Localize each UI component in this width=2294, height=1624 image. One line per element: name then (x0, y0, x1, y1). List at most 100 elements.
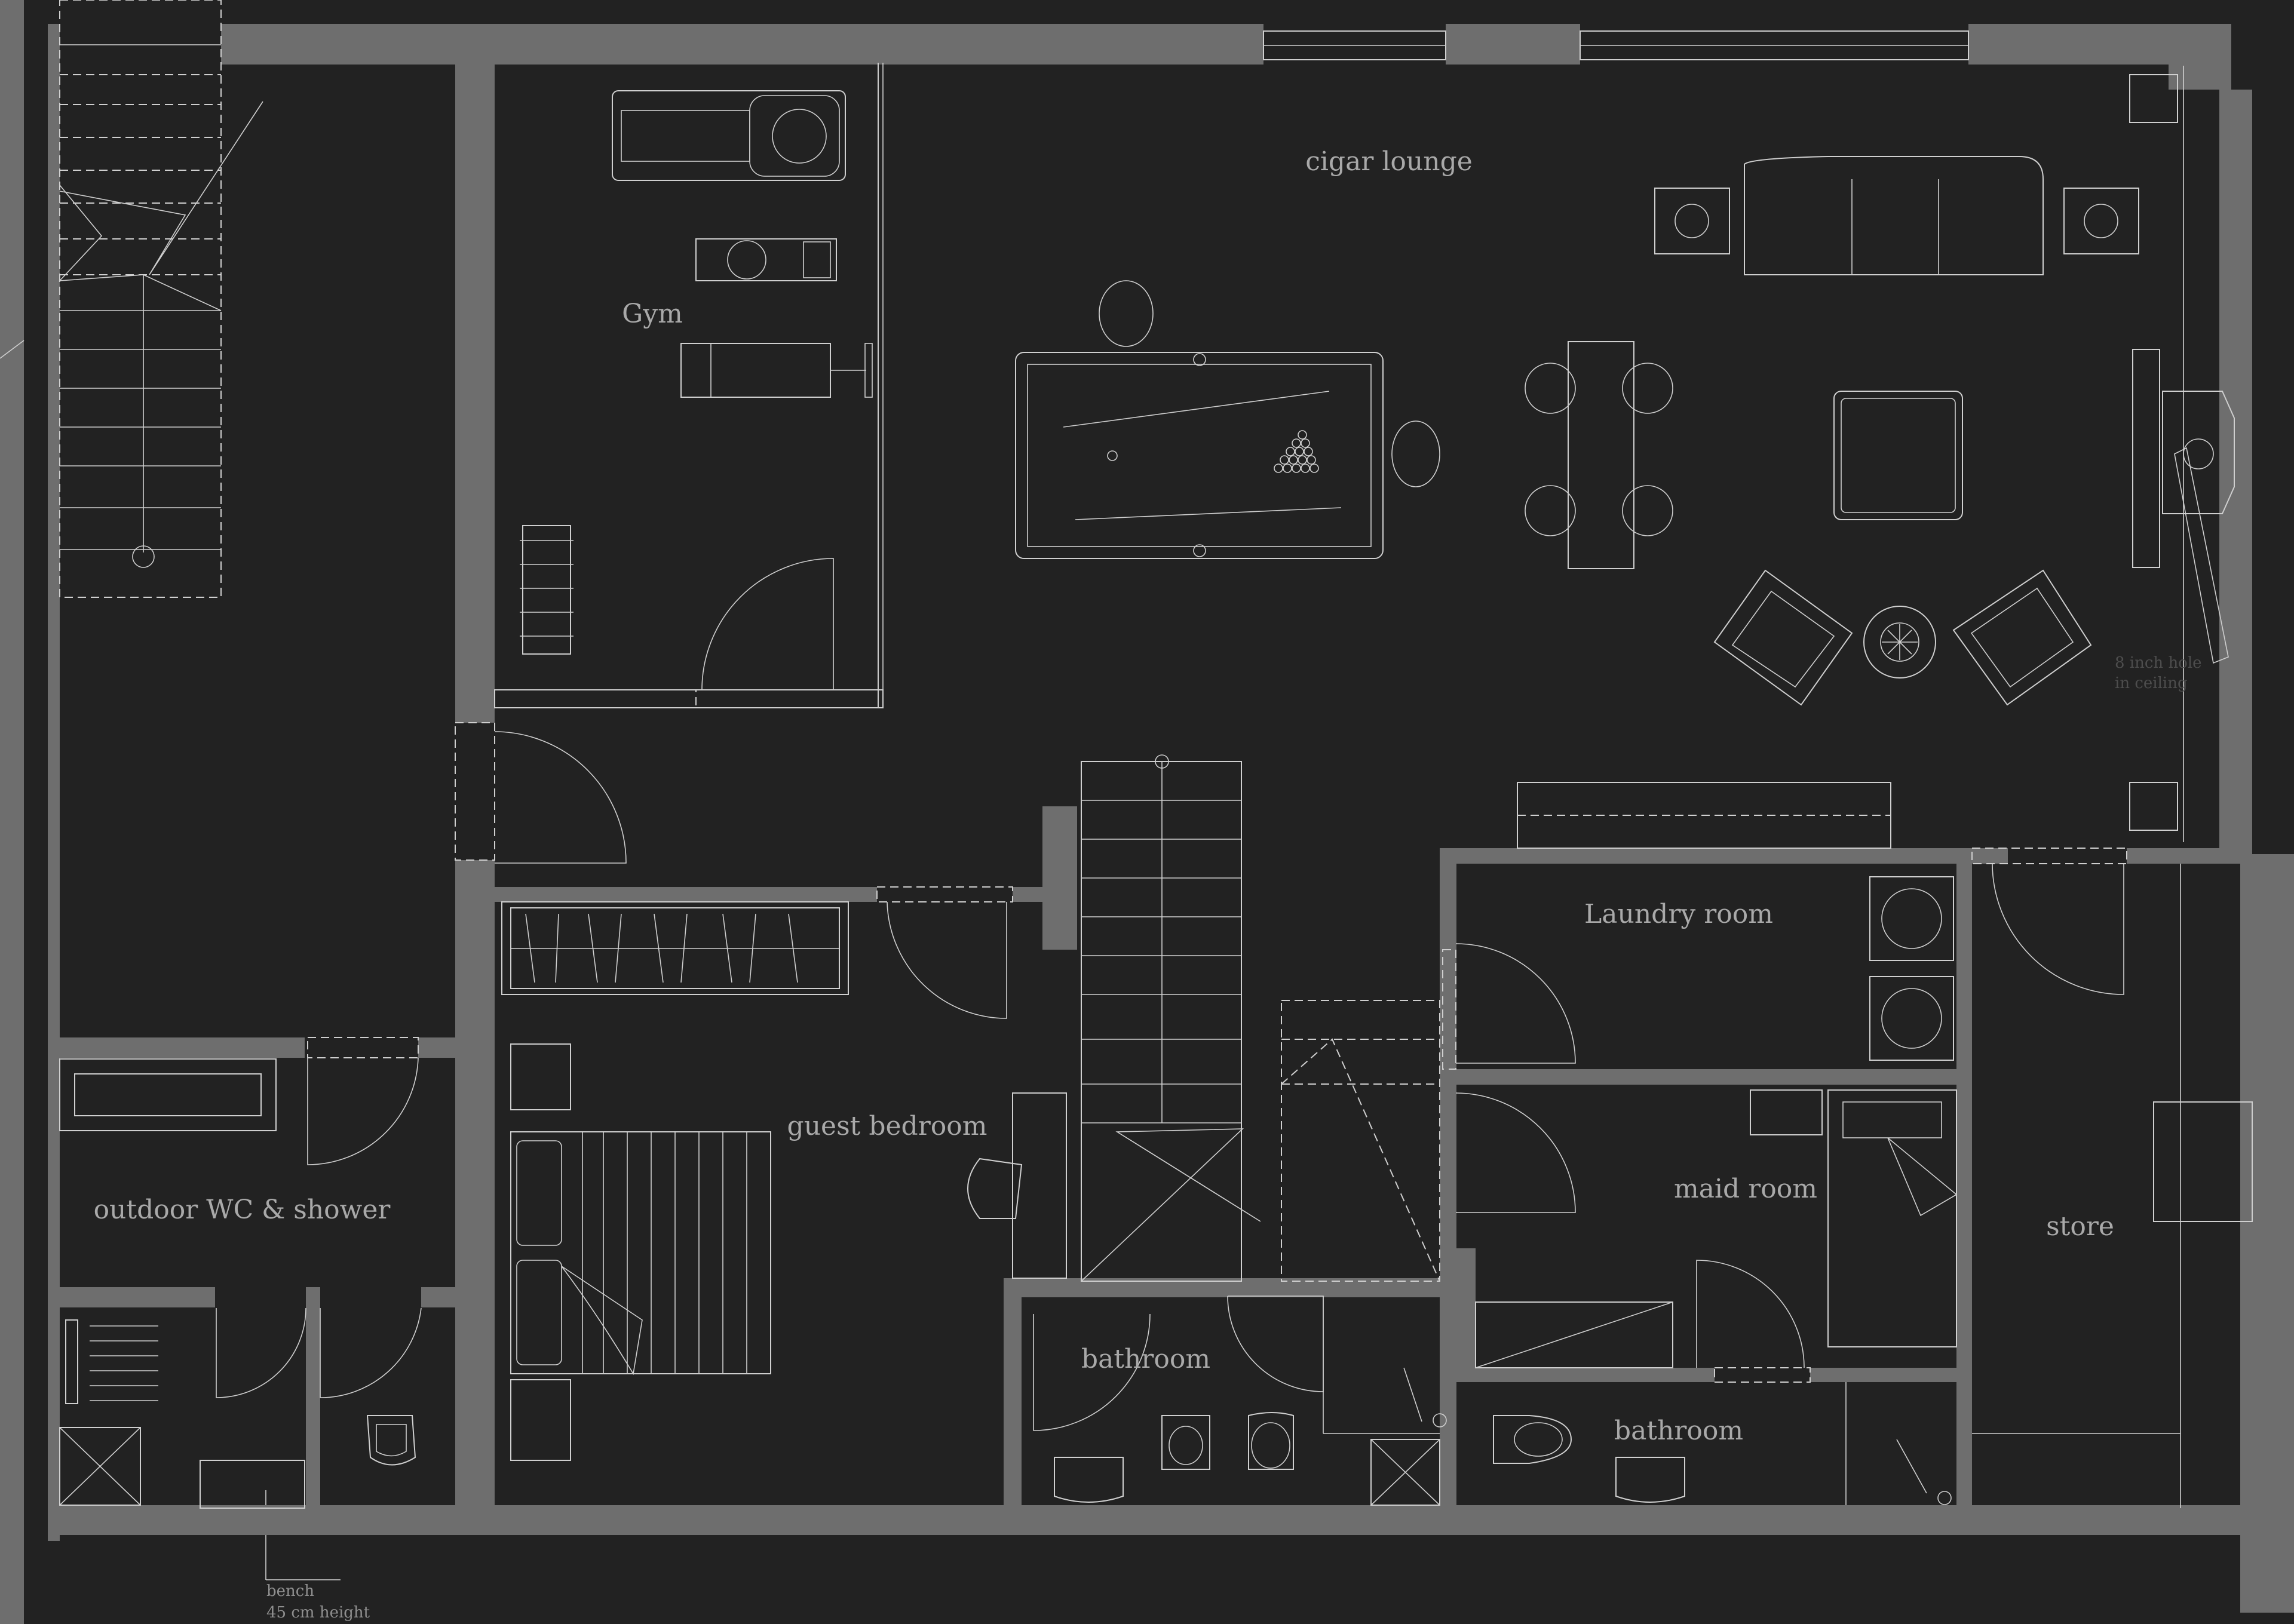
door-stair-room (494, 731, 627, 864)
wall-store-top-a (1972, 848, 2008, 864)
door-bathroom-a (1033, 1313, 1151, 1431)
pool-balls (1274, 430, 1319, 473)
maid-room (1475, 1089, 1958, 1368)
side-table-left (1654, 188, 1730, 254)
store-shelf (2153, 1101, 2253, 1222)
wall-maid-bottom-a (1446, 1368, 1715, 1382)
toilet-wc (366, 1415, 416, 1466)
door-wc-upper (307, 1057, 419, 1165)
wall-wc-mid-c (421, 1287, 460, 1307)
note-hole: 8 inch hole (2115, 654, 2202, 672)
wall-west (48, 24, 60, 1541)
shower-tray (59, 1427, 141, 1506)
wall-wc-mid-b (306, 1287, 320, 1508)
bathroom-a (1054, 1296, 1447, 1506)
outdoor-wc (59, 1037, 422, 1580)
wall-maid-bottom-b (1810, 1368, 1956, 1382)
laundry (1869, 876, 1954, 1061)
staircase-left (0, 0, 263, 598)
side-table-right (2063, 188, 2139, 254)
wardrobe (501, 901, 849, 995)
pool-table (1015, 352, 1384, 559)
bed-maid (1827, 1089, 1957, 1347)
door-shower-a (1227, 1295, 1324, 1392)
wall-bath-left (1004, 1278, 1022, 1511)
door-gym (701, 558, 834, 690)
wall-stair-right-upper (455, 60, 495, 723)
treadmill (612, 90, 846, 181)
sofa (1744, 156, 2044, 275)
dryer (1869, 976, 1954, 1061)
gym-equipment (494, 63, 884, 708)
door-laundry (1455, 943, 1576, 1064)
wall-wc-mid-a (60, 1287, 215, 1307)
label-maid-room: maid room (1674, 1174, 1817, 1204)
wall-wc-top-b (418, 1037, 460, 1058)
doors (455, 722, 2127, 1431)
wall-store-top-b (2127, 848, 2240, 864)
bidet (1161, 1415, 1210, 1470)
person-icon-2 (1391, 420, 1440, 487)
door-maid-room (1455, 1092, 1576, 1213)
wall-service-left (1440, 848, 1456, 1511)
wall-east-upper (2219, 90, 2252, 860)
toilet-b (1493, 1415, 1572, 1464)
wall-guest-top (495, 887, 877, 902)
desk (1012, 1092, 1067, 1279)
dumbbell-rack (522, 525, 571, 655)
sink-a (1054, 1457, 1124, 1503)
wall-stair-right-lower (455, 860, 495, 1511)
label-laundry-room: Laundry room (1584, 899, 1773, 929)
note-bench: bench (266, 1582, 314, 1600)
round-side-table (1863, 606, 1936, 679)
wall-stair-pillar (1042, 806, 1077, 950)
door-guest-bedroom (887, 901, 1007, 1019)
nightstand-2 (510, 1379, 571, 1461)
guest-bedroom (501, 901, 1067, 1461)
dining-table (1568, 341, 1634, 569)
label-cigar-lounge: cigar lounge (1305, 146, 1473, 177)
wall-far-left (0, 0, 24, 1624)
label-bathroom-a: bathroom (1081, 1344, 1210, 1374)
cigar-lounge (1015, 66, 2235, 849)
door-bathroom-b (1696, 1260, 1805, 1368)
note-hole-ceiling: in ceiling (2115, 674, 2188, 692)
label-gym: Gym (622, 299, 683, 329)
store (1972, 864, 2253, 1508)
bench (59, 1058, 277, 1131)
label-store: store (2046, 1211, 2114, 1242)
shower-a (1370, 1439, 1440, 1506)
armchair-right (1952, 569, 2092, 706)
exercise-bike (695, 238, 837, 281)
wall-guest-top-b (1013, 887, 1042, 902)
label-bathroom-b: bathroom (1614, 1416, 1743, 1446)
bed-guest (510, 1131, 771, 1374)
door-wc-lower-right (320, 1307, 422, 1398)
room-labels: cigar lounge Gym guest bedroom outdoor W… (94, 146, 2202, 1622)
toilet-a (1248, 1412, 1294, 1470)
armchair-left (1713, 569, 1853, 706)
bathroom-b (1493, 1382, 1952, 1505)
wall-wc-top-a (60, 1037, 305, 1058)
wall-ne-corner (2169, 24, 2231, 90)
door-wc-lower-left (216, 1307, 306, 1398)
note-bench-height: 45 cm height (266, 1604, 370, 1622)
wall-laundry-top (1446, 848, 1989, 864)
washer (1869, 876, 1954, 961)
weight-bench (680, 343, 831, 398)
person-icon-1 (1099, 280, 1154, 347)
sink-b (1615, 1457, 1685, 1503)
wall-maid-stub (1446, 1248, 1476, 1368)
label-guest-bedroom: guest bedroom (787, 1111, 987, 1141)
staircase-center (1081, 754, 1440, 1282)
wall-laundry-bottom (1446, 1069, 1959, 1085)
wall-north-b (1446, 24, 1580, 65)
label-outdoor-wc: outdoor WC & shower (94, 1195, 391, 1225)
nightstand-1 (510, 1043, 571, 1110)
desk-chair (967, 1158, 1023, 1219)
ottoman (1833, 391, 1963, 520)
wall-north-a (221, 24, 1263, 65)
windows (1263, 30, 1969, 60)
